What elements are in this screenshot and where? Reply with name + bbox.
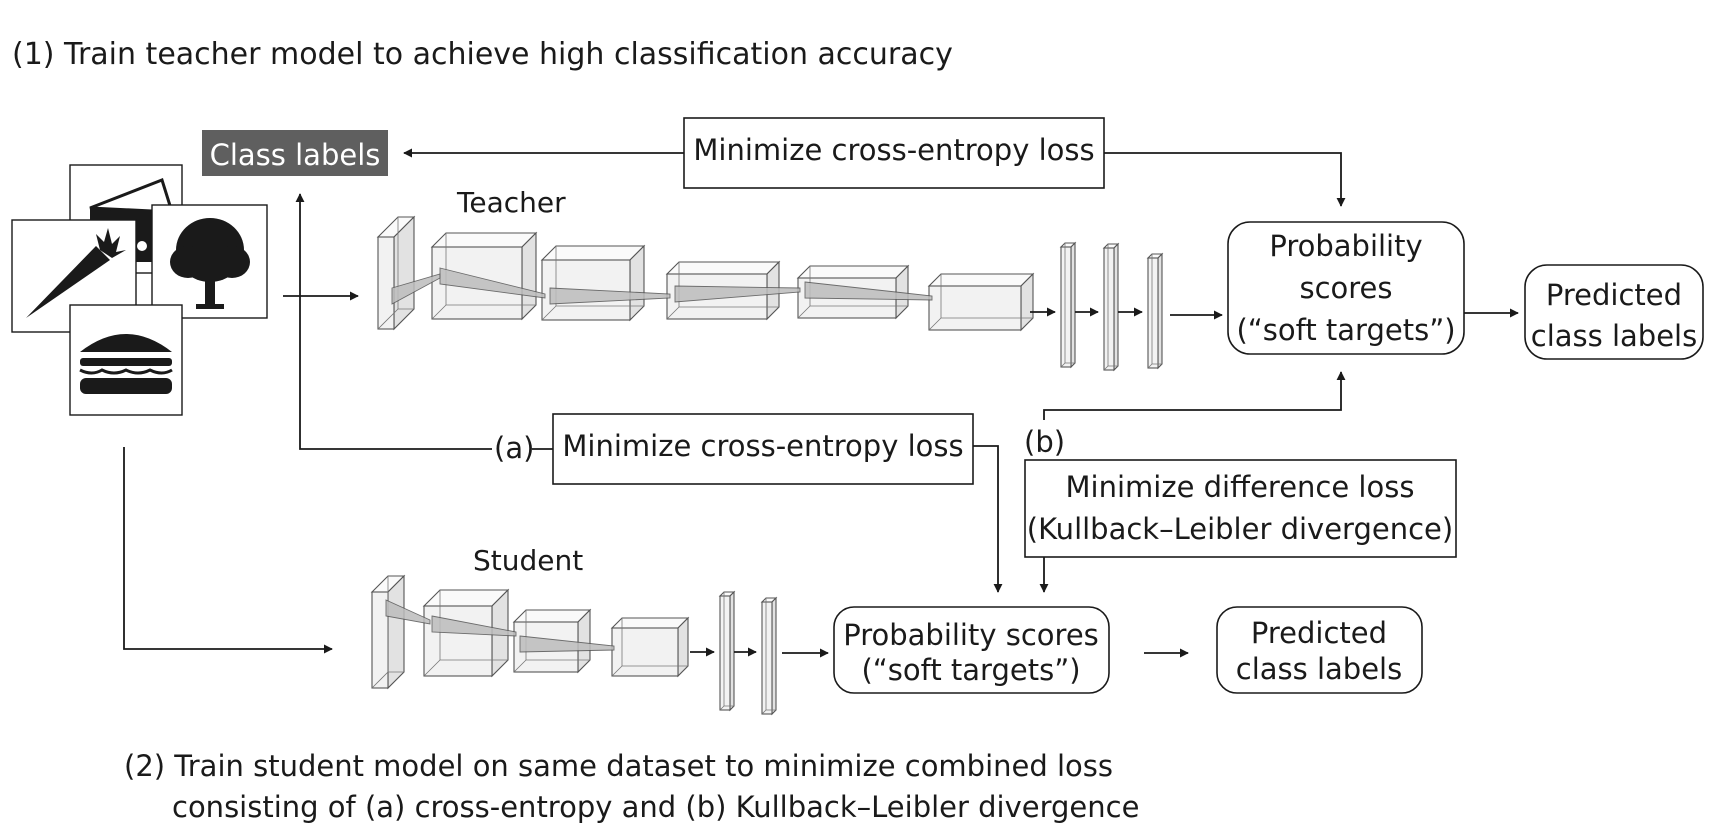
kl-loss-line2: (Kullback–Leibler divergence) — [1027, 512, 1453, 546]
student-ce-loss-text: Minimize cross-entropy loss — [562, 429, 963, 463]
arrow-teacher-loss-to-probability — [1104, 152, 1346, 207]
teacher-kernel-3 — [549, 287, 671, 305]
arrow-a-to-class-labels — [295, 193, 492, 450]
step2-caption-line2: consisting of (a) cross-entropy and (b) … — [172, 790, 1139, 824]
teacher-probability-line3: (“soft targets”) — [1236, 313, 1455, 347]
step2-caption-line1: (2) Train student model on same dataset … — [124, 749, 1113, 783]
student-dense-2 — [760, 596, 778, 716]
student-predicted-line1: Predicted — [1251, 616, 1387, 650]
teacher-probability-line1: Probability — [1269, 229, 1422, 263]
teacher-kernel-2 — [439, 267, 546, 299]
student-ce-loss-box: Minimize cross-entropy loss — [552, 413, 974, 485]
tree-icon — [170, 218, 250, 309]
teacher-probability-box: Probability scores (“soft targets”) — [1227, 221, 1465, 355]
burger-card — [69, 304, 183, 416]
teacher-loss-text: Minimize cross-entropy loss — [693, 133, 1094, 167]
teacher-layer-6 — [927, 272, 1035, 332]
student-probability-line1: Probability scores — [843, 618, 1099, 652]
step1-caption: (1) Train teacher model to achieve high … — [12, 37, 953, 72]
student-kernel-1 — [385, 599, 431, 625]
tree-card — [151, 204, 268, 319]
student-layer-4 — [610, 616, 690, 678]
student-probability-line2: (“soft targets”) — [861, 653, 1080, 687]
student-predicted-line2: class labels — [1236, 652, 1402, 686]
kl-loss-line1: Minimize difference loss — [1066, 470, 1415, 504]
class-labels-text: Class labels — [210, 138, 381, 172]
marker-b: (b) — [1024, 425, 1065, 459]
dataset-images — [11, 164, 268, 416]
teacher-dense-2 — [1102, 242, 1120, 372]
teacher-predicted-line1: Predicted — [1546, 278, 1682, 312]
student-kernel-3 — [519, 635, 615, 653]
carrot-icon — [26, 228, 126, 318]
teacher-network — [376, 215, 1164, 372]
teacher-dense-1 — [1059, 241, 1077, 369]
teacher-label: Teacher — [456, 186, 566, 219]
teacher-probability-line2: scores — [1299, 271, 1392, 305]
teacher-kernel-5 — [804, 281, 933, 301]
class-labels-box: Class labels — [202, 130, 388, 176]
kl-loss-box: Minimize difference loss (Kullback–Leibl… — [1024, 459, 1457, 558]
arrow-b-to-teacher-probability — [1043, 371, 1346, 420]
student-dense-1 — [718, 590, 736, 712]
teacher-layer-1 — [376, 215, 416, 331]
arrow-images-to-student — [123, 447, 333, 654]
student-label: Student — [473, 544, 583, 577]
teacher-dense-3 — [1146, 252, 1164, 370]
student-network — [370, 574, 778, 716]
connectors — [123, 148, 1519, 658]
teacher-loss-box: Minimize cross-entropy loss — [683, 117, 1105, 189]
student-probability-box: Probability scores (“soft targets”) — [833, 606, 1110, 694]
teacher-predicted-line2: class labels — [1531, 319, 1697, 353]
teacher-kernel-4 — [674, 285, 801, 303]
teacher-predicted-box: Predicted class labels — [1524, 264, 1704, 360]
student-layer-1 — [370, 574, 406, 690]
student-predicted-box: Predicted class labels — [1216, 606, 1423, 694]
student-kernel-2 — [431, 615, 517, 637]
marker-a: (a) — [494, 431, 534, 465]
teacher-layer-3 — [540, 244, 646, 322]
burger-icon — [79, 334, 173, 394]
arrow-ce-to-student-probability — [973, 445, 1003, 593]
